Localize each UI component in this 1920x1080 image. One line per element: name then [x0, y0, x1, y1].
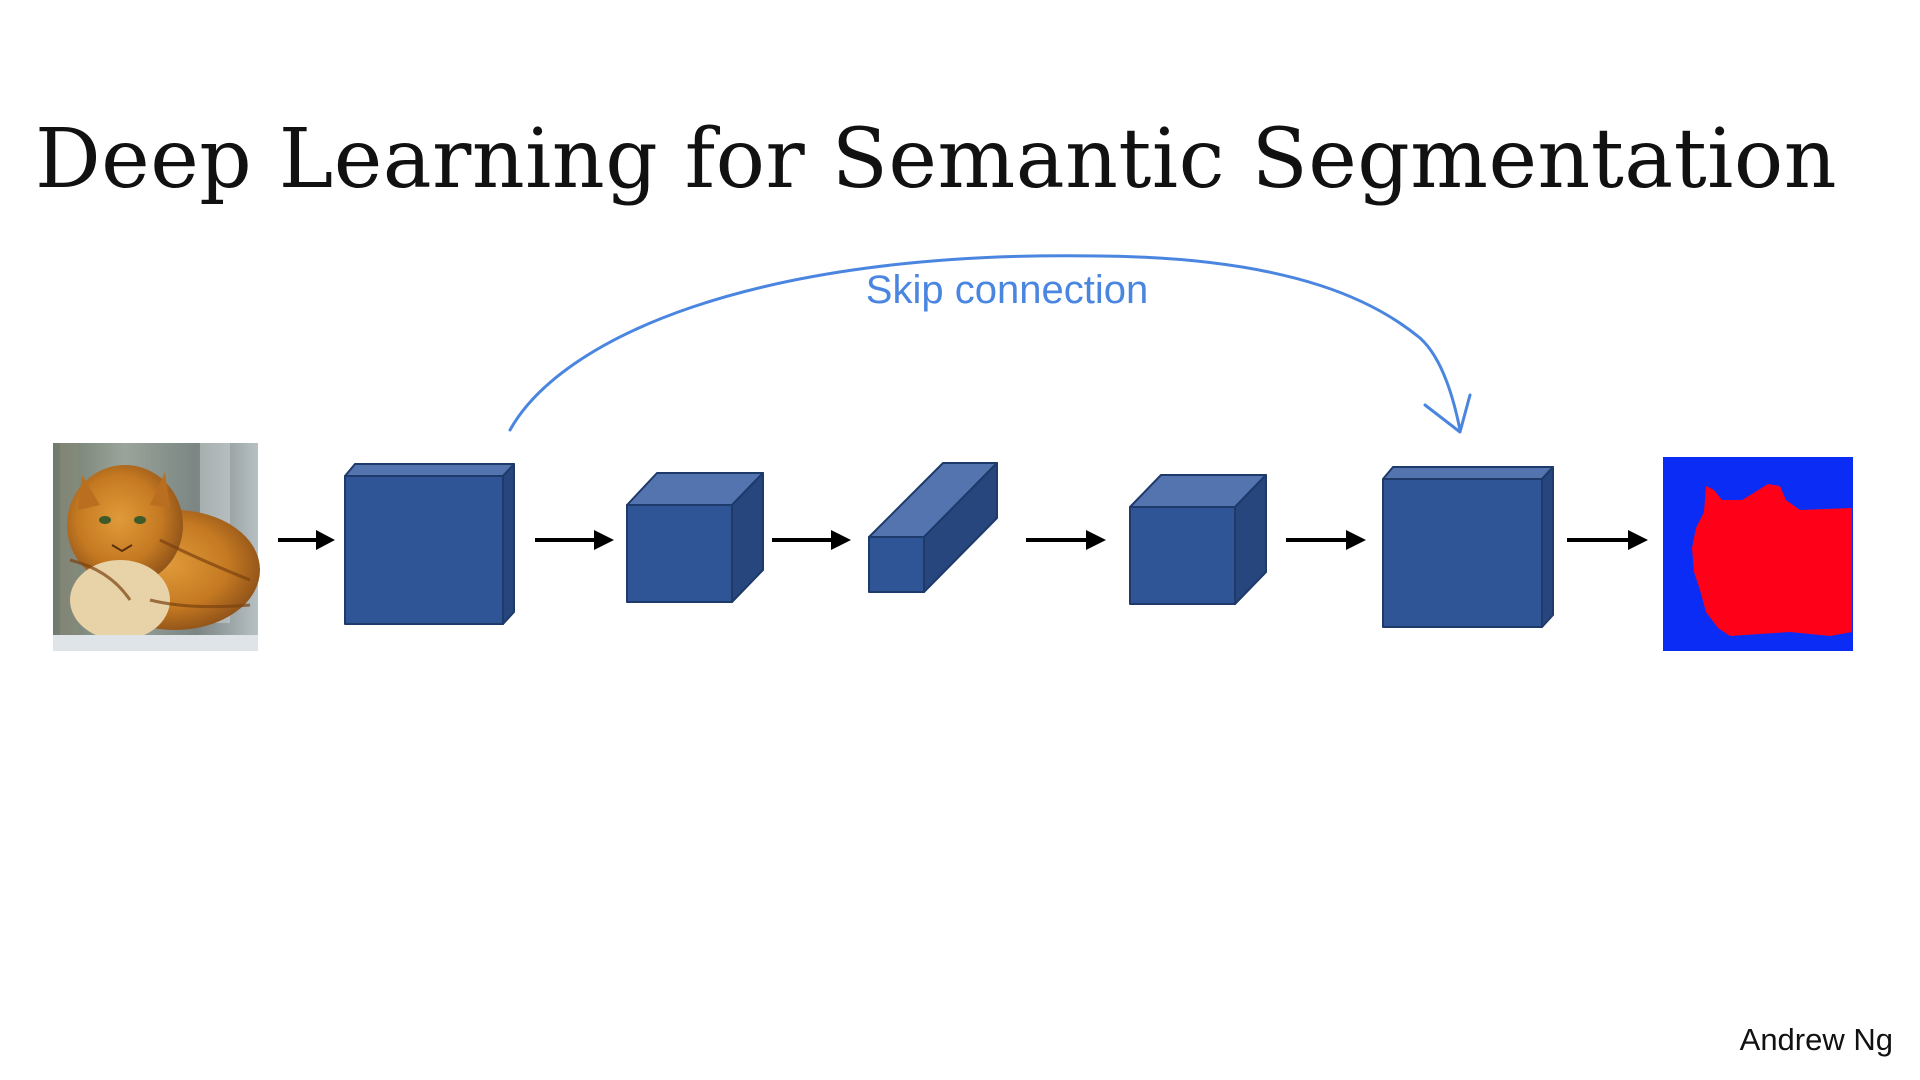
block-2: [626, 472, 764, 603]
arrow-5: [1286, 530, 1366, 550]
block-5: [1382, 466, 1554, 628]
block-5-side: [1541, 466, 1554, 628]
mask-cat-region: [1692, 484, 1852, 636]
block-3-front: [868, 536, 925, 593]
arrow-1: [278, 530, 335, 550]
block-1-side: [502, 463, 515, 625]
arrow-6: [1567, 530, 1648, 550]
arrow-4: [1026, 530, 1106, 550]
block-5-front: [1382, 478, 1543, 628]
skip-connection-arc: [508, 254, 1472, 434]
block-5-top: [1382, 466, 1554, 480]
skip-connection-label: Skip connection: [865, 268, 1149, 312]
skip-arrowhead: [1423, 393, 1472, 434]
arrow-2: [535, 530, 614, 550]
input-cat-image: [53, 443, 260, 651]
block-1-top: [344, 463, 515, 477]
block-3: [868, 462, 998, 593]
block-2-front: [626, 504, 733, 603]
block-4: [1129, 474, 1267, 605]
output-segmentation-mask: [1663, 457, 1853, 651]
slide-title: Deep Learning for Semantic Segmentation: [34, 112, 1838, 207]
block-4-front: [1129, 506, 1236, 605]
block-1: [344, 463, 515, 625]
block-1-front: [344, 475, 504, 625]
arrow-3: [772, 530, 851, 550]
flow-arrows: [278, 530, 1648, 550]
author-name: Andrew Ng: [1739, 1022, 1893, 1057]
